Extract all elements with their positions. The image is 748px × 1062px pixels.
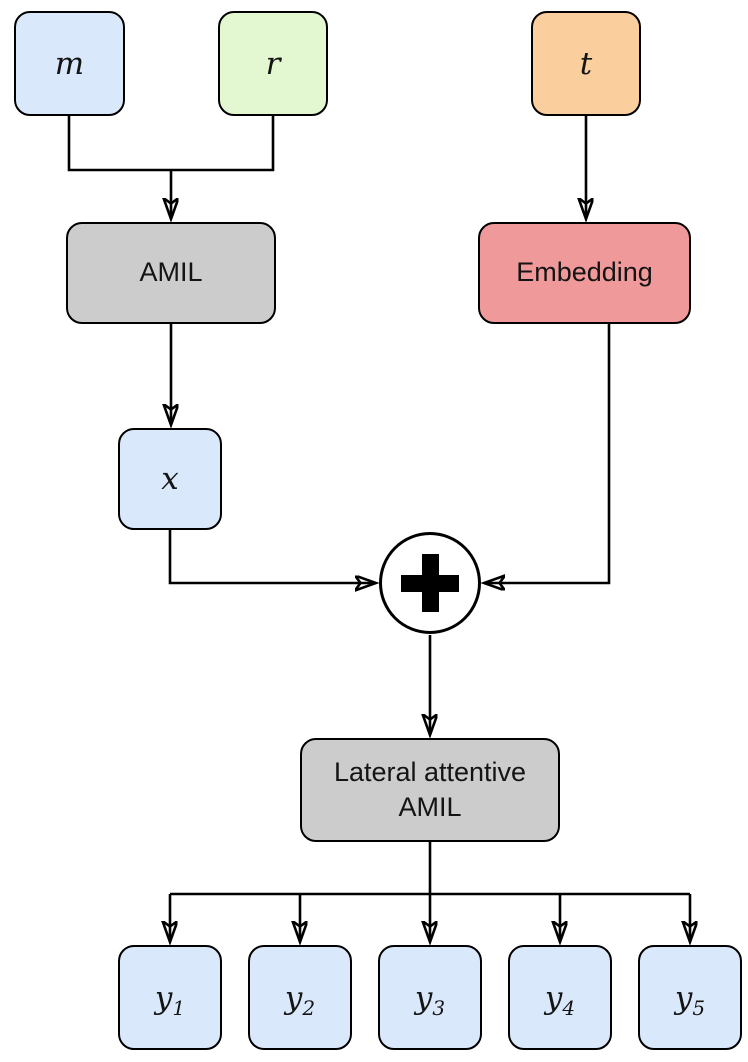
node-x[interactable]: x	[118, 428, 222, 530]
node-lateral-label: Lateral attentive AMIL	[334, 755, 526, 825]
node-t[interactable]: t	[531, 11, 641, 116]
node-m-label: m	[54, 45, 85, 82]
node-y3-label: y3	[414, 979, 446, 1020]
edge-x-to-sum-arrow	[168, 530, 376, 583]
node-sum-circle[interactable]	[379, 532, 481, 634]
node-y4[interactable]: y4	[508, 945, 612, 1050]
node-lateral-label-line1: Lateral attentive	[333, 756, 527, 787]
node-lateral-attentive-amil[interactable]: Lateral attentive AMIL	[300, 738, 560, 842]
plus-icon	[421, 554, 439, 612]
node-embedding[interactable]: Embedding	[478, 222, 691, 324]
node-y5[interactable]: y5	[638, 945, 742, 1050]
node-t-label: t	[579, 45, 593, 82]
node-m[interactable]: m	[14, 11, 125, 116]
node-y2[interactable]: y2	[248, 945, 352, 1050]
node-x-label: x	[161, 461, 179, 497]
edge-m-r-join	[67, 116, 275, 172]
node-embedding-label: Embedding	[516, 257, 653, 288]
node-y3[interactable]: y3	[378, 945, 482, 1050]
node-amil[interactable]: AMIL	[66, 222, 276, 324]
node-r-label: r	[265, 45, 281, 82]
node-lateral-label-line2: AMIL	[398, 792, 462, 822]
node-r[interactable]: r	[218, 11, 328, 116]
node-y1-label: y1	[154, 979, 186, 1020]
node-y1[interactable]: y1	[118, 945, 222, 1050]
node-y2-label: y2	[284, 979, 316, 1020]
node-y4-label: y4	[544, 979, 576, 1020]
node-amil-label: AMIL	[139, 257, 203, 288]
edge-embedding-to-sum-arrow	[484, 324, 611, 583]
node-y5-label: y5	[674, 979, 706, 1020]
